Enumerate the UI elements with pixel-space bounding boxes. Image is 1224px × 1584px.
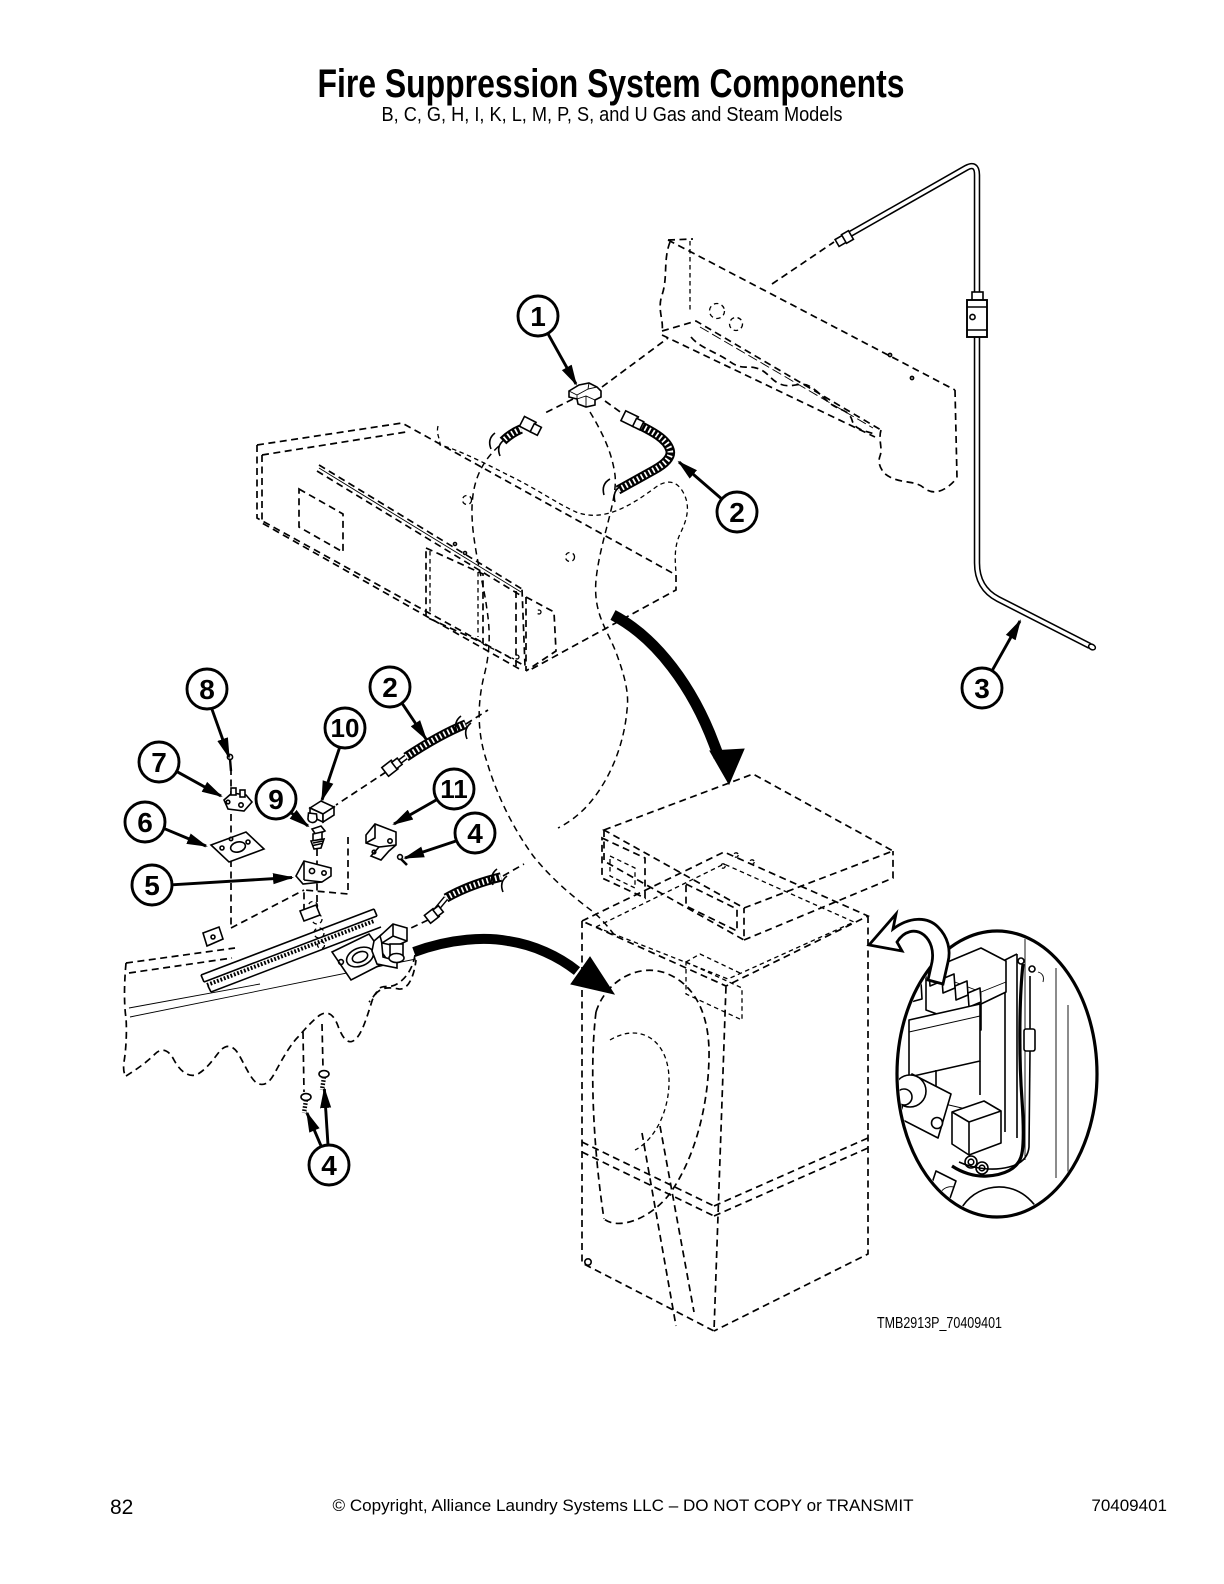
svg-text:7: 7 <box>151 747 167 778</box>
svg-text:2: 2 <box>729 497 745 528</box>
svg-text:82: 82 <box>110 1496 133 1519</box>
svg-text:© Copyright, Alliance Laundry: © Copyright, Alliance Laundry Systems LL… <box>333 1496 914 1515</box>
svg-text:Fire Suppression System Compon: Fire Suppression System Components <box>318 62 905 106</box>
svg-text:70409401: 70409401 <box>1091 1496 1167 1515</box>
svg-text:TMB2913P_70409401: TMB2913P_70409401 <box>877 1315 1002 1332</box>
svg-text:4: 4 <box>321 1150 337 1181</box>
svg-text:8: 8 <box>199 674 215 705</box>
svg-text:9: 9 <box>268 784 284 815</box>
svg-text:5: 5 <box>144 870 160 901</box>
svg-text:4: 4 <box>467 818 483 849</box>
svg-text:6: 6 <box>137 807 153 838</box>
svg-text:10: 10 <box>331 713 360 743</box>
svg-text:B, C, G, H, I, K, L, M, P, S,: B, C, G, H, I, K, L, M, P, S, and U Gas … <box>382 104 843 126</box>
svg-text:3: 3 <box>974 673 990 704</box>
svg-text:1: 1 <box>530 301 546 332</box>
svg-text:11: 11 <box>440 774 468 804</box>
svg-text:2: 2 <box>382 672 398 703</box>
